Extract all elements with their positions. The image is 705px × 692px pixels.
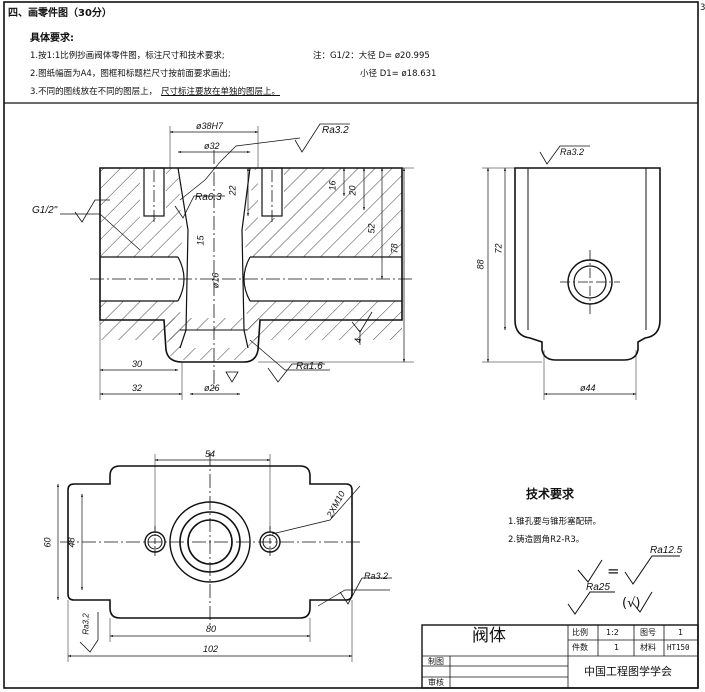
tech-req-item-2: 2.铸造圆角R2-R3。 — [508, 535, 585, 545]
top-roughness-ra32: Ra3.2 — [364, 571, 389, 581]
dim-phi26: ø26 — [204, 383, 220, 393]
qty-value: 1 — [614, 643, 620, 652]
dim-4: 4 — [353, 337, 364, 344]
dim-30: 30 — [132, 359, 143, 369]
dim-16: 16 — [327, 180, 338, 191]
dim-60: 60 — [42, 537, 53, 548]
dim-78: 78 — [389, 243, 400, 254]
thread-g12: G1/2" — [32, 205, 58, 216]
roughness-ra25: Ra25 — [586, 582, 610, 593]
material-label: 材料 — [640, 643, 656, 652]
drawing-no-label: 图号 — [640, 628, 656, 637]
dim-phi44: ø44 — [580, 383, 596, 393]
side-roughness-ra32: Ra3.2 — [560, 147, 585, 157]
top-view — [56, 452, 392, 662]
sheet-frame — [3, 1, 699, 689]
drawn-by-label: 制图 — [428, 657, 444, 666]
thread-note-minor: 小径 D1= ø18.631 — [360, 69, 437, 79]
dim-72: 72 — [493, 243, 504, 254]
thread-note-major: 注：G1/2：大径 D= ø20.995 — [313, 51, 430, 61]
dim-52: 52 — [366, 223, 377, 234]
dim-15: 15 — [195, 235, 206, 246]
dim-88: 88 — [475, 259, 486, 270]
material-value: HT150 — [667, 643, 690, 652]
checked-by-label: 审核 — [428, 678, 444, 687]
roughness-legend — [567, 555, 680, 615]
scale-value: 1:2 — [606, 628, 619, 637]
requirement-3a: 3.不同的图线放在不同的图层上， — [30, 87, 158, 97]
dim-48: 48 — [66, 537, 77, 548]
roughness-ra63: Ra6.3 — [195, 192, 222, 203]
dim-32-bottom: 32 — [132, 383, 143, 393]
side-view — [482, 145, 661, 400]
left-roughness-ra32: Ra3.2 — [81, 613, 91, 635]
dim-phi16: ø16 — [210, 272, 221, 289]
roughness-paren: (√) — [622, 596, 641, 611]
dim-80: 80 — [206, 624, 217, 634]
drawing-no-value: 1 — [678, 628, 684, 637]
qty-label: 件数 — [572, 643, 588, 652]
corner-mark: 3 — [700, 3, 705, 13]
requirements-title: 具体要求: — [30, 33, 74, 44]
requirement-3b: 尺寸标注要放在单独的图层上。 — [161, 87, 281, 97]
scale-label: 比例 — [572, 628, 588, 637]
part-name: 阀体 — [472, 626, 506, 646]
requirement-2: 2.图纸幅面为A4，图框和标题栏尺寸按前面要求画出; — [30, 69, 231, 79]
dim-22: 22 — [227, 185, 238, 196]
dim-bore-32: ø32 — [204, 141, 220, 151]
dim-102: 102 — [203, 644, 219, 654]
organization-name: 中国工程图学学会 — [584, 665, 672, 678]
requirement-1: 1.按1:1比例抄画阀体零件图，标注尺寸和技术要求; — [30, 51, 225, 61]
title-block-lines — [421, 624, 699, 689]
roughness-ra32-top: Ra3.2 — [322, 125, 349, 136]
dim-54: 54 — [205, 449, 216, 459]
question-title: 四、画零件图（30分） — [8, 8, 112, 19]
front-view — [60, 123, 414, 400]
dim-bore-38: ø38H7 — [196, 121, 224, 131]
roughness-ra125: Ra12.5 — [650, 545, 683, 556]
equals-sign: = — [607, 562, 620, 580]
roughness-ra16: Ra1.6 — [296, 361, 323, 372]
dim-20: 20 — [347, 185, 358, 196]
tech-req-item-1: 1.锥孔要与锥形塞配研。 — [508, 517, 602, 527]
tech-req-title: 技术要求 — [526, 487, 575, 501]
